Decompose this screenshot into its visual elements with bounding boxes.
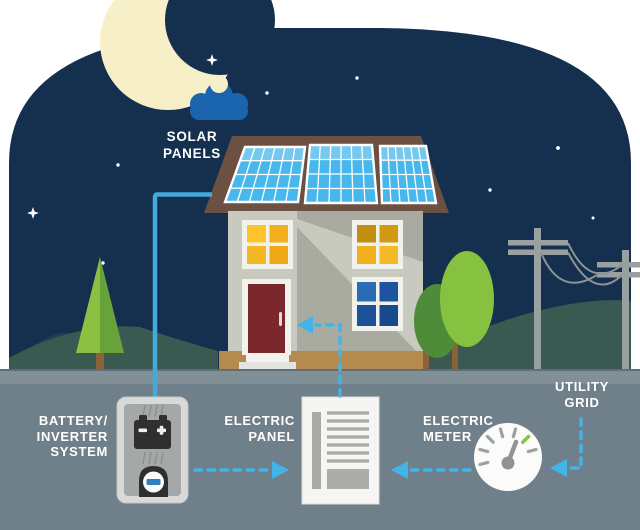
electric-panel-label: ELECTRIC PANEL: [224, 413, 295, 444]
ground-edge: [0, 369, 640, 371]
inverter-display-icon: [139, 466, 168, 497]
electric-meter-label: ELECTRIC METER: [423, 413, 494, 444]
moon-icon: [100, 0, 275, 110]
window-icon: [242, 220, 293, 269]
arrow-icon: [297, 316, 313, 334]
door-step: [239, 353, 296, 372]
ground-strip: [0, 371, 640, 384]
utility-grid-label: UTILITY GRID: [554, 379, 609, 410]
window-icon: [352, 220, 403, 269]
battery-inverter-unit: [116, 396, 189, 504]
house-icon: [204, 136, 449, 372]
panel-to-house-dash: [314, 323, 342, 398]
battery-icon: [134, 415, 171, 449]
round-tree-icon: [414, 251, 494, 372]
meter-gauge-icon: [474, 423, 542, 491]
arrow-icon: [550, 459, 567, 477]
moon-tip: [210, 75, 228, 93]
power-wires: [540, 242, 623, 286]
utility-pole-icon: [508, 228, 640, 371]
solar-wire: [152, 192, 212, 398]
breaker-panel-icon: [301, 396, 380, 505]
flow-arrowheads: [272, 316, 567, 479]
right-hill: [425, 300, 631, 372]
vent-lines: [142, 404, 164, 465]
stars: [27, 54, 595, 265]
pine-tree-icon: [76, 257, 124, 371]
cloud-icon: [190, 82, 248, 120]
grid-to-meter-dash: [567, 417, 583, 470]
arrow-icon: [391, 461, 408, 479]
battery-inverter-label: BATTERY/ INVERTER SYSTEM: [36, 413, 108, 459]
arrow-icon: [272, 461, 289, 479]
flow-dashes: [193, 323, 583, 472]
solar-array-icon: [223, 145, 307, 204]
solar-array-icon: [303, 143, 379, 205]
window-icon: [352, 277, 403, 331]
solar-panels-label: SOLAR PANELS: [163, 129, 221, 161]
door-icon: [242, 279, 291, 355]
solar-array-icon: [378, 144, 438, 205]
